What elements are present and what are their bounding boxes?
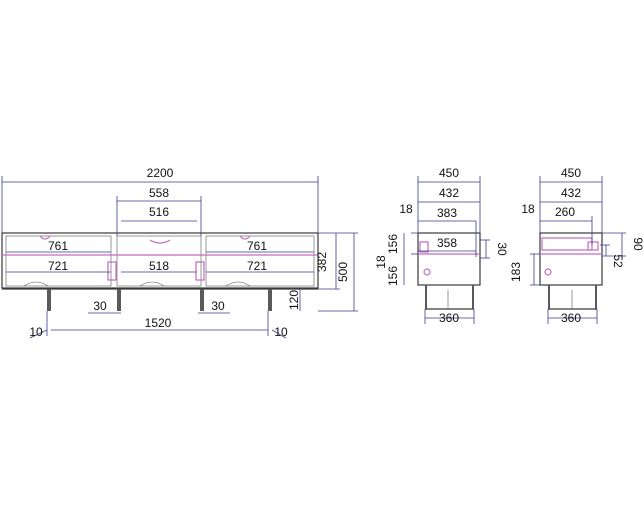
side-a-shelf-label: 358: [437, 236, 457, 250]
body-height-label: 382: [315, 252, 329, 272]
left-top-label: 761: [48, 239, 68, 253]
side-a-inner-label: 383: [437, 206, 457, 220]
side-b-outer-label: 450: [561, 166, 581, 180]
side-a-dimension-lines: [403, 176, 490, 324]
side-b-left-height-label: 183: [509, 262, 523, 282]
side-b-dimension-lines: [530, 176, 626, 324]
left-compartment: [5, 235, 112, 287]
side-b-drawer: [541, 237, 593, 251]
side-a-body: [417, 232, 481, 286]
total-height-label: 500: [336, 262, 350, 282]
right-top-label: 761: [247, 239, 267, 253]
front-body-outline: [1, 232, 319, 289]
leg-span-label: 1520: [145, 316, 172, 330]
leg-gap-left-label: 30: [93, 299, 107, 313]
side-b-top-thick-label: 18: [521, 202, 535, 216]
center-top-handle: [149, 239, 171, 244]
side-a-upper-hinge: [419, 241, 429, 253]
side-a-top-label: 432: [439, 186, 459, 200]
leg-right-label: 10: [274, 325, 288, 339]
side-b-leg-back: [595, 285, 597, 309]
right-compartment: [205, 235, 315, 287]
side-b-body: [539, 232, 603, 286]
leg-left-label: 10: [29, 325, 43, 339]
side-b-base-label: 360: [561, 311, 581, 325]
center-outer-label: 558: [149, 186, 169, 200]
side-a-leg-back: [472, 285, 474, 309]
side-b-right-outer-label: 90: [631, 237, 644, 251]
side-b-right-inner-label: 52: [611, 254, 625, 268]
right-bottom-handle: [225, 281, 251, 287]
left-top-handle: [39, 235, 51, 240]
leg-3: [200, 289, 204, 311]
center-compartment: [116, 235, 202, 287]
right-mid-label: 721: [247, 259, 267, 273]
front-view: 2200 558 516 761 721 518 761 721 382 500…: [1, 166, 358, 339]
side-a-outer-label: 450: [439, 166, 459, 180]
side-b-top-label: 432: [561, 186, 581, 200]
side-b-right-hinge: [587, 241, 599, 251]
leg-height-label: 120: [287, 290, 301, 310]
left-mid-label: 721: [48, 259, 68, 273]
leg-4: [268, 289, 272, 311]
side-a-knob: [423, 268, 431, 276]
leg-gap-right-label: 30: [211, 299, 225, 313]
center-bottom-handle: [139, 281, 165, 287]
left-hinge: [107, 261, 117, 281]
side-a-lower-height-label: 156: [386, 266, 400, 286]
right-top-handle: [239, 235, 251, 240]
side-view-b: 450 432 18 260 90 52 183 360: [509, 166, 644, 325]
side-a-base-label: 360: [439, 311, 459, 325]
side-a-shelf-gap-label: 30: [495, 242, 509, 256]
side-b-knob: [544, 268, 552, 276]
center-mid-label: 518: [149, 259, 169, 273]
leg-2: [117, 289, 121, 311]
side-b-leg-front: [548, 285, 550, 309]
total-width-label: 2200: [147, 166, 174, 180]
side-a-upper-height-label: 156: [386, 234, 400, 254]
right-hinge: [195, 261, 205, 281]
side-b-inner-label: 260: [555, 205, 575, 219]
left-bottom-handle: [23, 281, 49, 287]
side-view-a: 450 432 18 383 358 30 156 18 156 360: [374, 166, 509, 325]
front-dimension-lines: [1, 176, 358, 339]
side-a-leg-front: [425, 285, 427, 309]
leg-1: [47, 289, 51, 311]
side-a-top-thick-label: 18: [399, 202, 413, 216]
side-a-mid-height-label: 18: [374, 255, 388, 269]
center-inner-label: 516: [149, 205, 169, 219]
